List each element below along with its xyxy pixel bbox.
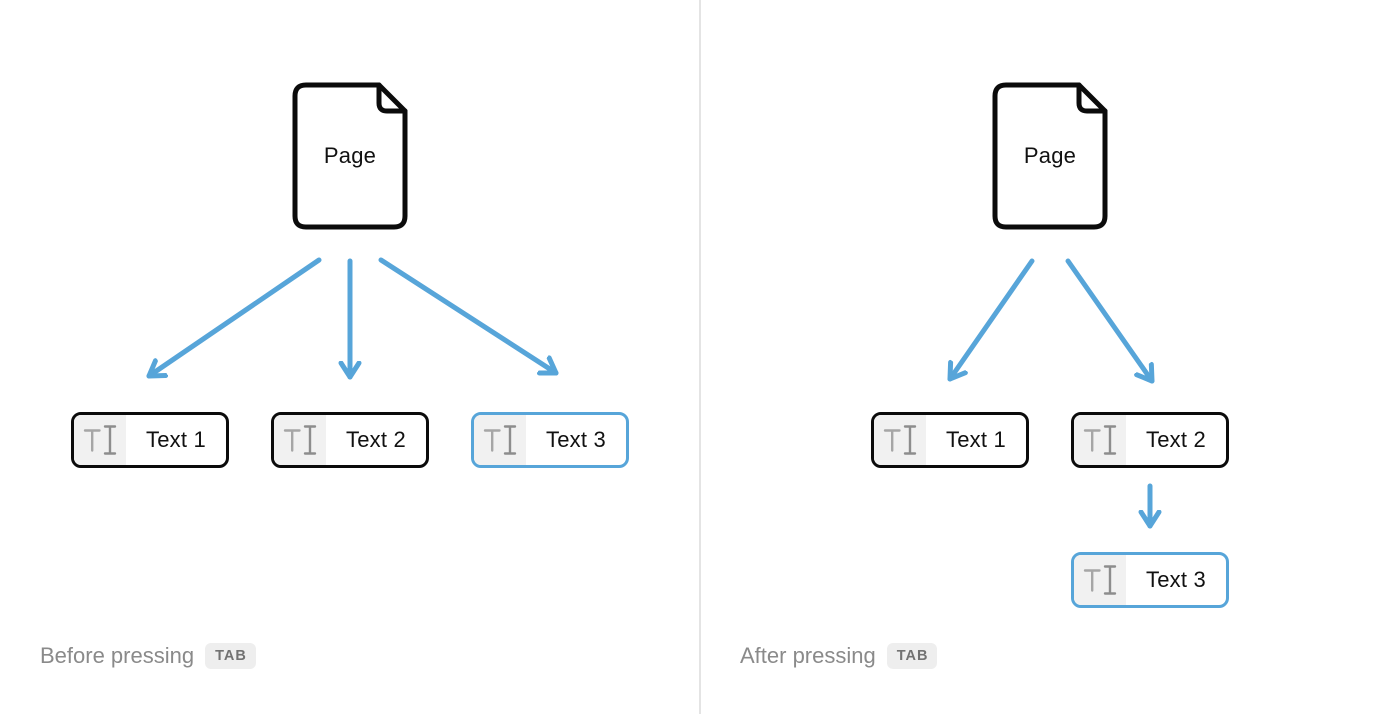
text-block-icon <box>274 415 326 465</box>
panel-after: Page Text 1 Text 2 <box>700 0 1400 714</box>
text-block-icon <box>474 415 526 465</box>
block-label: Text 1 <box>946 427 1006 452</box>
text-block-2: Text 2 <box>271 412 429 468</box>
panel-divider <box>699 0 701 714</box>
text-block-1: Text 1 <box>71 412 229 468</box>
block-label: Text 2 <box>346 427 406 452</box>
arrow-page-to-text1 <box>947 258 1035 382</box>
caption-text: Before pressing <box>40 643 195 668</box>
page-label: Page <box>1023 143 1077 168</box>
text-block-icon <box>874 415 926 465</box>
text-block-2: Text 2 <box>1071 412 1229 468</box>
text-block-icon <box>1074 415 1126 465</box>
arrow-page-to-text1 <box>146 257 322 379</box>
block-label: Text 3 <box>1146 567 1206 592</box>
tab-key-badge: TAB <box>886 643 938 669</box>
page-document-icon <box>992 82 1108 230</box>
block-label: Text 3 <box>546 427 606 452</box>
block-label: Text 1 <box>146 427 206 452</box>
arrow-page-to-text2 <box>1065 258 1155 384</box>
text-block-icon <box>1074 555 1126 605</box>
text-block-3-selected-nested: Text 3 <box>1071 552 1229 608</box>
text-block-1: Text 1 <box>871 412 1029 468</box>
caption-before: Before pressing TAB <box>40 638 256 674</box>
arrow-page-to-text3 <box>378 257 559 376</box>
text-block-3-selected: Text 3 <box>471 412 629 468</box>
caption-after: After pressing TAB <box>740 638 938 674</box>
tab-key-badge: TAB <box>205 643 256 669</box>
page-document-icon <box>292 82 408 230</box>
page-label: Page <box>323 143 377 168</box>
page-node: Page <box>992 82 1108 230</box>
caption-text: After pressing <box>740 643 876 668</box>
text-block-icon <box>74 415 126 465</box>
page-node: Page <box>292 82 408 230</box>
panel-before: Page Text 1 Text 2 <box>40 82 629 674</box>
block-label: Text 2 <box>1146 427 1206 452</box>
